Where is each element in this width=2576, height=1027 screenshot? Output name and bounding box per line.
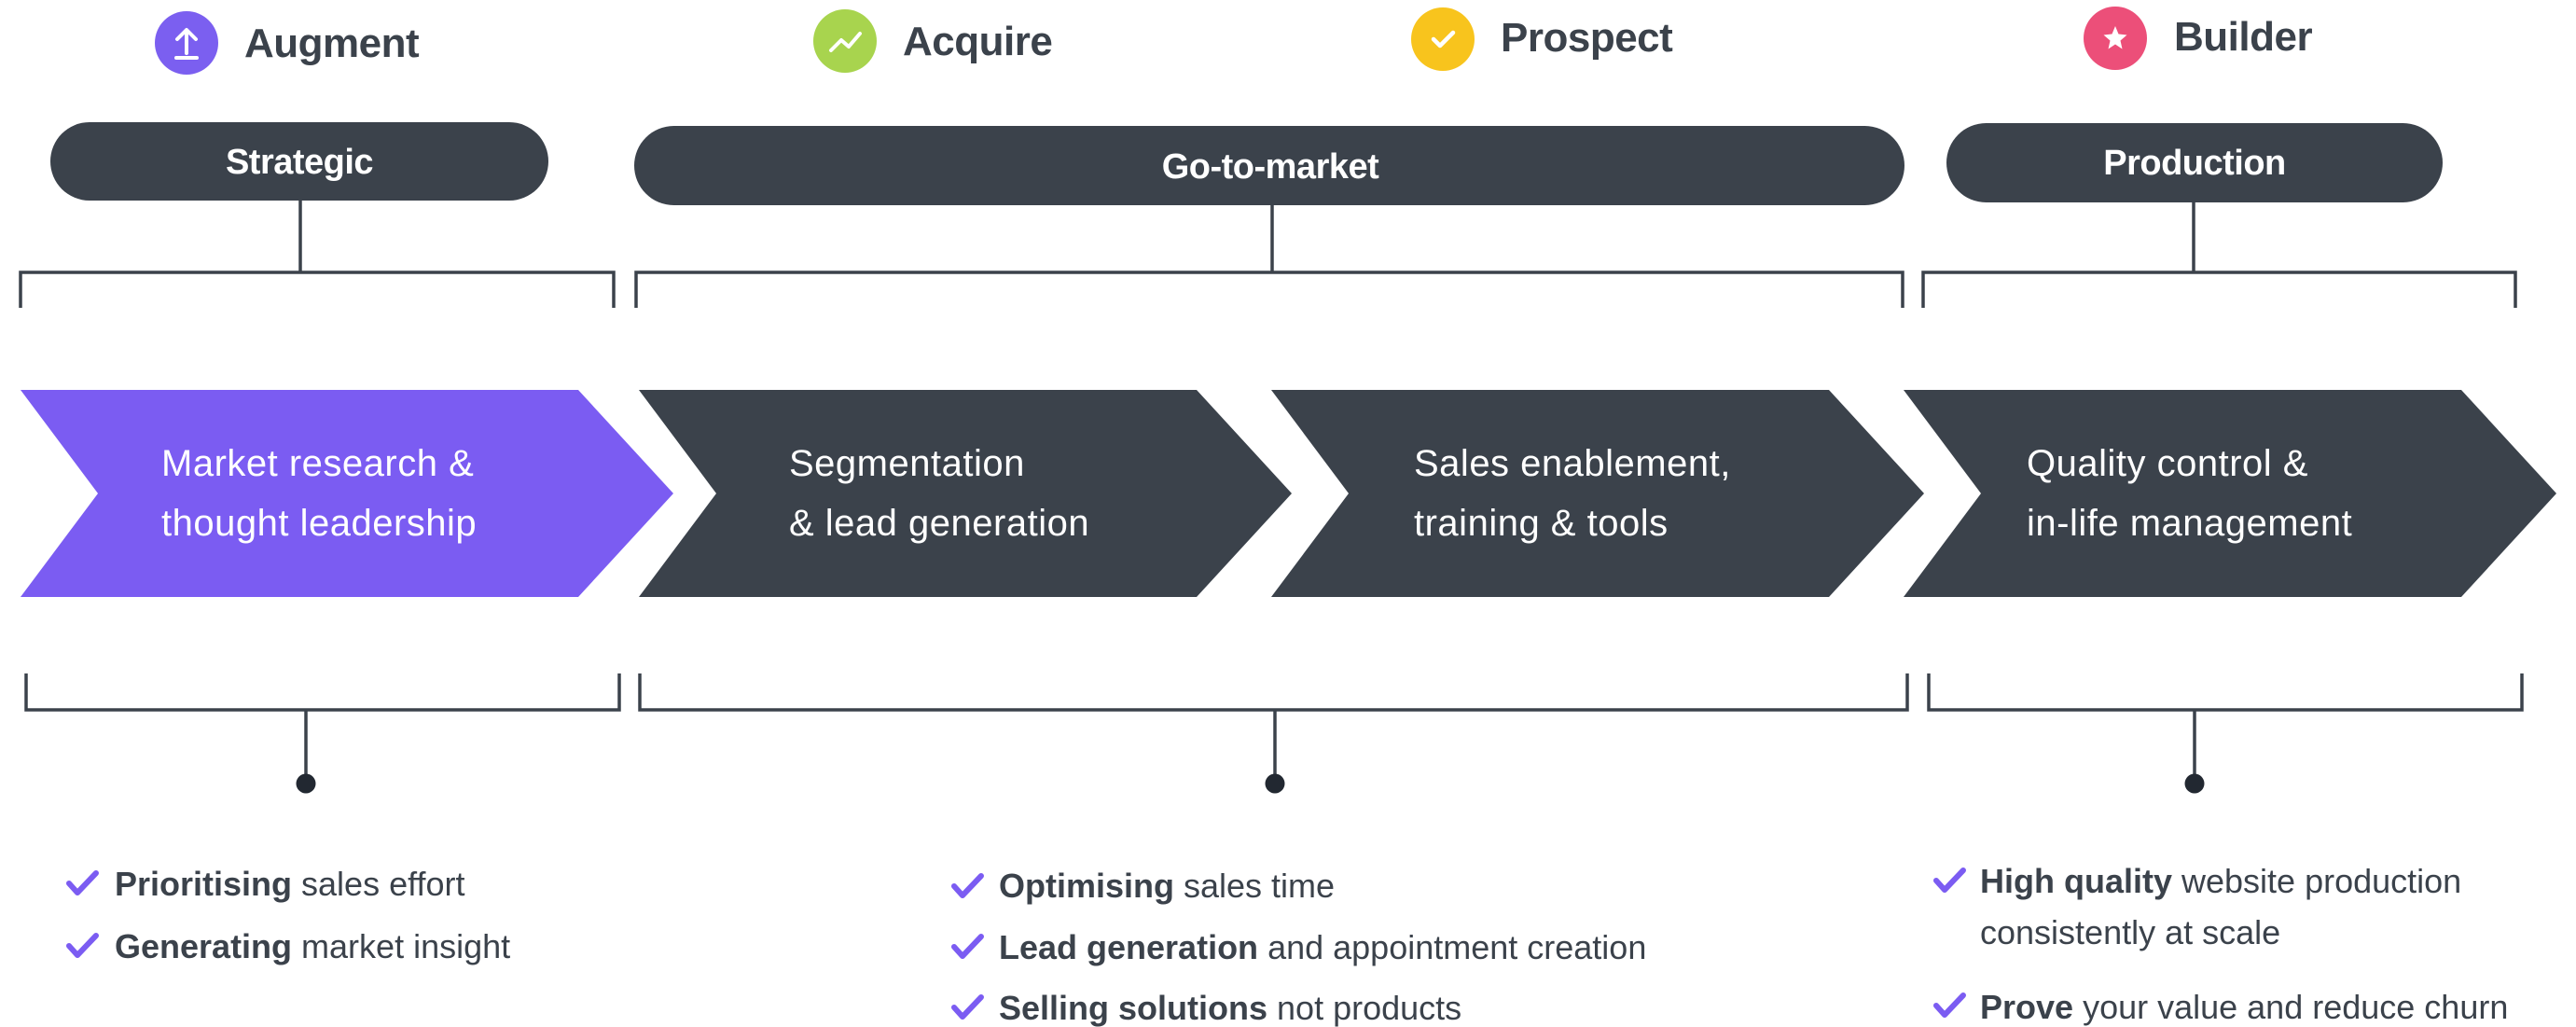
bullet-text: High quality website production [1980, 862, 2461, 900]
brand-acquire: Acquire [813, 9, 1053, 73]
step-market-research-line1: Market research & [161, 443, 474, 484]
check-icon [951, 994, 984, 1020]
top-bracket-strategic [19, 201, 616, 308]
step-market-research-chevron [21, 390, 673, 597]
bullet-item: Prove your value and reduce churn [1933, 988, 2508, 1026]
bullet-item: Generating market insight [66, 927, 510, 965]
check-icon [66, 933, 99, 958]
brand-acquire-name: Acquire [903, 19, 1052, 64]
step-market-research-line2: thought leadership [161, 503, 477, 544]
bullet-strong: Generating [115, 927, 292, 965]
top-bracket-production [1921, 202, 2517, 308]
brand-augment: Augment [155, 11, 421, 75]
brand-builder-name: Builder [2174, 14, 2312, 60]
step-sales-enablement-line1: Sales enablement, [1414, 443, 1731, 484]
phase-production-label: Production [2103, 144, 2286, 183]
brand-prospect-badge [1411, 7, 1475, 71]
check-icon [951, 934, 984, 959]
brand-builder: Builder [2084, 7, 2313, 70]
bottom-bracket-strategic [24, 673, 621, 794]
bullet-item: High quality website production consiste… [1933, 862, 2461, 951]
phase-strategic: Strategic [50, 122, 548, 201]
bullet-strong: Prioritising [115, 865, 292, 903]
step-sales-enablement-chevron [1271, 390, 1924, 597]
phase-production: Production [1946, 123, 2443, 202]
bullet-item: Optimising sales time [951, 867, 1335, 905]
bullet-item: Prioritising sales effort [66, 865, 464, 903]
phase-go-to-market: Go-to-market [634, 126, 1904, 205]
brand-augment-name: Augment [244, 21, 420, 66]
bullet-text-continued: consistently at scale [1980, 913, 2280, 951]
upload-arrow-icon [174, 28, 199, 60]
top-bracket-go-to-market [634, 205, 1904, 308]
bullet-strong: Prove [1980, 988, 2073, 1026]
bullet-rest: sales time [1174, 867, 1335, 905]
step-segmentation-line1: Segmentation [789, 443, 1025, 484]
bottom-bracket-production [1927, 673, 2524, 794]
bullet-rest: your value and reduce churn [2073, 988, 2508, 1026]
outcomes-production: High quality website production consiste… [1933, 862, 2508, 1026]
connector-dot [1265, 773, 1285, 794]
bullet-strong: High quality [1980, 862, 2172, 900]
bullet-rest: website production [2172, 862, 2461, 900]
step-quality-control: Quality control & in-life management [1904, 390, 2556, 597]
step-segmentation: Segmentation & lead generation [639, 390, 1292, 597]
phase-strategic-label: Strategic [226, 143, 373, 182]
step-segmentation-chevron [639, 390, 1292, 597]
check-icon [951, 873, 984, 898]
bullet-strong: Optimising [999, 867, 1174, 905]
step-quality-control-line1: Quality control & [2027, 443, 2308, 484]
step-sales-enablement-line2: training & tools [1414, 503, 1669, 544]
star-icon [2103, 26, 2127, 49]
bullet-strong: Lead generation [999, 928, 1258, 966]
step-sales-enablement: Sales enablement, training & tools [1271, 390, 1924, 597]
bullet-text: Selling solutions not products [999, 989, 1461, 1027]
step-market-research: Market research & thought leadership [21, 390, 673, 597]
phase-go-to-market-pill [634, 126, 1904, 205]
outcomes-strategic: Prioritising sales effort Generating mar… [66, 865, 510, 965]
step-quality-control-line2: in-life management [2027, 503, 2352, 544]
bullet-rest: and appointment creation [1258, 928, 1646, 966]
phase-production-pill [1946, 123, 2443, 202]
bullet-item: Selling solutions not products [951, 989, 1461, 1027]
step-segmentation-line2: & lead generation [789, 503, 1089, 544]
bullet-rest: market insight [292, 927, 510, 965]
check-icon [1933, 992, 1966, 1018]
phase-strategic-pill [50, 122, 548, 201]
phase-go-to-market-label: Go-to-market [1162, 147, 1379, 187]
bullet-strong: Selling solutions [999, 989, 1267, 1027]
bullet-rest: not products [1267, 989, 1461, 1027]
checkmark-icon [1431, 30, 1456, 49]
bottom-bracket-go-to-market [638, 673, 1909, 794]
bullet-text: Lead generation and appointment creation [999, 928, 1646, 966]
bullet-text: Generating market insight [115, 927, 510, 965]
brand-prospect-name: Prospect [1501, 15, 1673, 61]
bullet-text: Prioritising sales effort [115, 865, 464, 903]
bullet-rest: sales effort [292, 865, 464, 903]
step-quality-control-chevron [1904, 390, 2556, 597]
check-icon [66, 870, 99, 895]
trend-line-icon [829, 32, 862, 52]
outcomes-go-to-market: Optimising sales time Lead generation an… [951, 867, 1646, 1027]
connector-dot [296, 773, 316, 794]
connector-dot [2184, 773, 2205, 794]
brand-prospect: Prospect [1411, 7, 1674, 71]
bullet-rest: consistently at scale [1980, 913, 2280, 951]
bullet-text: Optimising sales time [999, 867, 1335, 905]
bullet-item: Lead generation and appointment creation [951, 928, 1646, 966]
check-icon [1933, 867, 1966, 893]
bullet-text: Prove your value and reduce churn [1980, 988, 2508, 1026]
